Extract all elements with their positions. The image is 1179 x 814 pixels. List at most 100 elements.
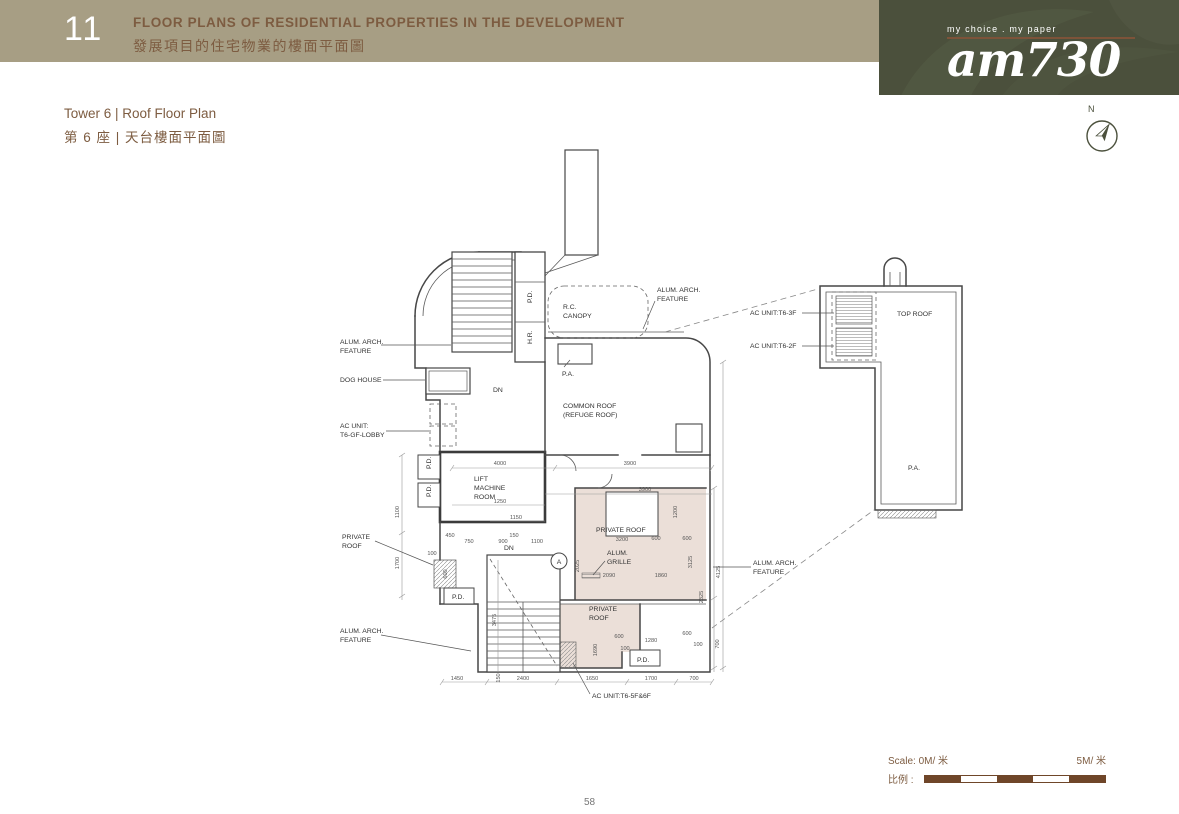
label-dn: DN	[504, 545, 514, 552]
label-private-roof-lower: PRIVATE	[589, 606, 618, 613]
compass-north-label: N	[1088, 104, 1095, 114]
dimension: 600	[443, 569, 449, 578]
dimension: 150	[509, 533, 518, 539]
dimension: 1250	[494, 499, 506, 505]
dimension-lines	[398, 359, 727, 686]
dimension: 1280	[645, 638, 657, 644]
label-private-roof-left: ROOF	[342, 543, 362, 550]
scale-right-label: 5M/ 米	[1076, 756, 1106, 767]
label-pd: P.D.	[452, 594, 464, 601]
dimension: 3125	[688, 556, 694, 568]
logo-tagline: my choice . my paper	[947, 24, 1135, 39]
compass-icon	[1086, 120, 1118, 152]
leader-lines	[374, 300, 834, 695]
label-alum-arch-feature: ALUM. ARCH.	[340, 339, 384, 346]
scale-zh-label: 比例 :	[888, 775, 914, 786]
dimension: 100	[693, 642, 702, 648]
label-dog-house: DOG HOUSE	[340, 377, 382, 384]
label-top-roof: TOP ROOF	[897, 311, 932, 318]
dimension: 100	[620, 646, 629, 652]
dimension: 600	[614, 634, 623, 640]
dimension: 3200	[616, 537, 628, 543]
dimension: 2325	[699, 591, 705, 603]
dimension: 3900	[639, 487, 651, 493]
header-title-zh: 發展項目的住宅物業的樓面平面圖	[133, 38, 366, 54]
label-ac-unit-gf: T6-GF-LOBBY	[340, 432, 385, 439]
label-alum-arch-feature: ALUM. ARCH.	[340, 628, 384, 635]
label-private-roof-left: PRIVATE	[342, 534, 371, 541]
label-alum-arch-feature: FEATURE	[753, 569, 785, 576]
lower-stair	[486, 554, 561, 673]
main-walls	[414, 251, 711, 673]
label-private-roof-lower: ROOF	[589, 615, 609, 622]
leaf-decoration	[901, 0, 1179, 95]
unit-label: A	[557, 559, 562, 566]
private-roof-shading	[558, 488, 706, 668]
dimension: 100	[427, 551, 436, 557]
label-pd: P.D.	[426, 457, 433, 469]
dimension: 1150	[510, 515, 522, 521]
plan-subtitle-en: Tower 6 | Roof Floor Plan	[64, 106, 217, 121]
label-alum-arch-feature: FEATURE	[657, 296, 689, 303]
label-rc-canopy: CANOPY	[563, 313, 592, 320]
dimension: 1100	[395, 506, 401, 518]
label-lift-machine-room: ROOM	[474, 494, 495, 501]
page-number: 58	[583, 797, 596, 808]
label-ac-unit-2f: AC UNIT:T6-2F	[750, 343, 796, 350]
unit-marker-a: A	[550, 552, 568, 570]
label-ac-unit-56f: AC UNIT:T6-5F&6F	[592, 693, 651, 700]
label-pd: P.D.	[426, 485, 433, 497]
dimension: 2090	[603, 573, 615, 579]
compass: N	[1080, 104, 1128, 158]
header-title-en: FLOOR PLANS OF RESIDENTIAL PROPERTIES IN…	[133, 15, 625, 30]
dimension: 3475	[492, 614, 498, 626]
dimension: 600	[651, 536, 660, 542]
dimension: 1860	[655, 573, 667, 579]
logo-block: my choice . my paper am730	[879, 0, 1179, 95]
dimension: 150	[496, 673, 502, 682]
label-private-roof-mid: PRIVATE ROOF	[596, 527, 646, 534]
label-common-roof: (REFUGE ROOF)	[563, 412, 617, 419]
label-alum-arch-feature: ALUM. ARCH.	[753, 560, 797, 567]
dimension: 600	[682, 631, 691, 637]
dimension: 600	[682, 536, 691, 542]
dimension: 2025	[575, 560, 581, 572]
label-dn: DN	[493, 387, 503, 394]
label-alum-arch-feature: ALUM. ARCH.	[657, 287, 701, 294]
dimension-numbers: 4000 3900 3900 1250 1150 3200 2090 1860 …	[395, 461, 722, 683]
label-pd: P.D.	[637, 657, 649, 664]
label-hr: H.R.	[527, 330, 534, 344]
label-rc-canopy: R.C.	[563, 304, 577, 311]
section-number: 11	[64, 10, 104, 48]
dimension: 900	[498, 539, 507, 545]
label-ac-unit-3f: AC UNIT:T6-3F	[750, 310, 796, 317]
dimension: 450	[445, 533, 454, 539]
label-ac-unit-gf: AC UNIT:	[340, 423, 368, 430]
dimension: 700	[715, 639, 721, 648]
label-pa: P.A.	[562, 371, 574, 378]
label-lift-machine-room: LIFT	[474, 476, 488, 483]
label-pd: P.D.	[527, 291, 534, 303]
label-alum-grille: GRILLE	[607, 559, 632, 566]
dimension: 1650	[586, 676, 598, 682]
callout-detail	[520, 149, 599, 302]
dimension: 1700	[645, 676, 657, 682]
plan-labels: ALUM. ARCH. FEATURE DOG HOUSE AC UNIT: T…	[340, 287, 932, 700]
dimension: 1700	[395, 557, 401, 569]
dimension: 4000	[494, 461, 506, 467]
dimension: 1200	[673, 506, 679, 518]
header-band: 11 FLOOR PLANS OF RESIDENTIAL PROPERTIES…	[0, 0, 879, 62]
top-roof-plan	[819, 257, 963, 519]
scale-bar: Scale: 0M/ 米 5M/ 米 比例 :	[888, 752, 1106, 786]
scale-bar-graphic	[923, 774, 1106, 783]
dimension: 1450	[451, 676, 463, 682]
projection-lines	[664, 288, 875, 629]
logo-brand: am730	[947, 33, 1121, 88]
dimension: 3900	[624, 461, 636, 467]
label-pa: P.A.	[908, 465, 920, 472]
label-lift-machine-room: MACHINE	[474, 485, 506, 492]
dimension: 750	[464, 539, 473, 545]
label-common-roof: COMMON ROOF	[563, 403, 616, 410]
